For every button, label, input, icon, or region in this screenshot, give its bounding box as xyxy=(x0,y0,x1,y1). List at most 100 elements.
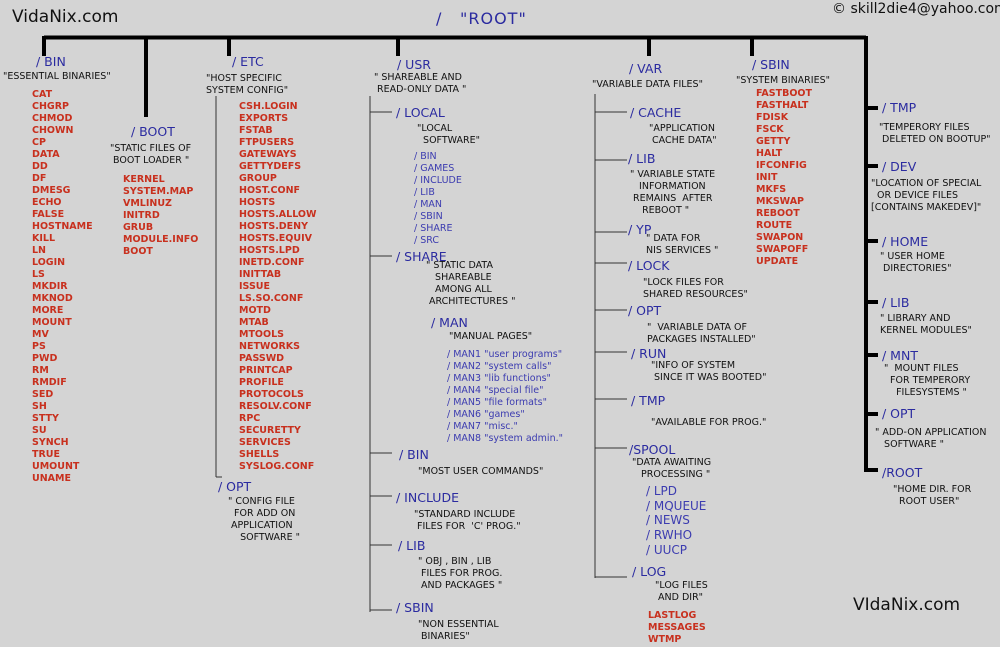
bin-file-item: CHGRP xyxy=(32,101,69,112)
boot-file-item: VMLINUZ xyxy=(123,198,172,209)
usr-sbin-heading: / SBIN xyxy=(396,600,434,615)
sbin-file-item: UPDATE xyxy=(756,256,799,267)
etc-file-item: PROTOCOLS xyxy=(239,389,304,400)
var-spool-description: "DATA AWAITING PROCESSING " xyxy=(632,457,712,480)
etc-file-item: PASSWD xyxy=(239,353,285,364)
bin-file-item: RMDIF xyxy=(32,377,67,388)
usr-local-subdir: / SRC xyxy=(414,235,440,246)
bin-file-item: SU xyxy=(32,425,47,436)
sbin-file-item: FDISK xyxy=(756,112,789,123)
tmp-heading: / TMP xyxy=(882,100,917,115)
usr-man-section: / MAN7 "misc." xyxy=(447,421,518,432)
var-opt-heading: / OPT xyxy=(628,303,662,318)
bin-file-item: MKNOD xyxy=(32,293,73,304)
mnt-heading: / MNT xyxy=(882,348,918,363)
var-log-file-item: WTMP xyxy=(648,634,682,645)
etc-file-item: HOSTS.EQUIV xyxy=(239,233,312,244)
etc-file-item: RPC xyxy=(239,413,261,424)
usr-man-section-list: / MAN1 "user programs"/ MAN2 "system cal… xyxy=(447,349,563,445)
usr-local-subdir: / INCLUDE xyxy=(414,175,462,186)
usr-bin-description: "MOST USER COMMANDS" xyxy=(418,466,544,477)
site-watermark-bottom: VIdaNix.com xyxy=(853,595,961,615)
site-watermark-top: VidaNix.com xyxy=(12,7,119,27)
bin-file-item: PS xyxy=(32,341,46,352)
boot-description: "STATIC FILES OF BOOT LOADER " xyxy=(110,143,192,166)
usr-man-section: / MAN3 "lib functions" xyxy=(447,373,551,384)
boot-file-item: BOOT xyxy=(123,246,153,257)
etc-file-item: GATEWAYS xyxy=(239,149,297,160)
usr-local-subdir: / SBIN xyxy=(414,211,443,222)
sbin-file-item: FSCK xyxy=(756,124,784,135)
bin-file-item: STTY xyxy=(32,413,59,424)
bin-file-item: CP xyxy=(32,137,46,148)
sbin-file-item: MKSWAP xyxy=(756,196,805,207)
usr-include-description: "STANDARD INCLUDE FILES FOR 'C' PROG." xyxy=(414,509,521,532)
var-run-heading: / RUN xyxy=(631,346,667,361)
sbin-heading: / SBIN xyxy=(752,57,790,72)
etc-file-item: PRINTCAP xyxy=(239,365,293,376)
var-log-description: "LOG FILES AND DIR" xyxy=(655,580,708,603)
bin-file-item: ECHO xyxy=(32,197,62,208)
var-log-file-item: MESSAGES xyxy=(648,622,706,633)
usr-man-heading: / MAN xyxy=(431,315,468,330)
etc-file-item: FTPUSERS xyxy=(239,137,295,148)
bin-file-item: LS xyxy=(32,269,45,280)
bin-file-item: TRUE xyxy=(32,449,60,460)
bin-file-item: MORE xyxy=(32,305,64,316)
usr-local-subdir: / BIN xyxy=(414,151,437,162)
tmp-description: "TEMPERORY FILES DELETED ON BOOTUP" xyxy=(879,122,991,145)
bin-file-item: HOSTNAME xyxy=(32,221,93,232)
sbin-file-item: SWAPOFF xyxy=(756,244,809,255)
dev-heading: / DEV xyxy=(882,159,917,174)
sbin-file-item: GETTY xyxy=(756,136,791,147)
usr-local-subdir: / GAMES xyxy=(414,163,455,174)
etc-file-item: INITTAB xyxy=(239,269,282,280)
bin-file-item: SYNCH xyxy=(32,437,69,448)
usr-include-heading: / INCLUDE xyxy=(396,490,459,505)
bin-file-item: CHMOD xyxy=(32,113,73,124)
dev-description: "LOCATION OF SPECIAL OR DEVICE FILES [CO… xyxy=(871,178,982,213)
bin-file-item: PWD xyxy=(32,353,58,364)
etc-file-item: SECURETTY xyxy=(239,425,301,436)
sbin-file-item: REBOOT xyxy=(756,208,800,219)
var-spool-heading: /SPOOL xyxy=(629,442,676,457)
etc-file-item: HOSTS.LPD xyxy=(239,245,300,256)
var-lock-heading: / LOCK xyxy=(628,258,670,273)
bin-file-item: DMESG xyxy=(32,185,71,196)
opt-heading: / OPT xyxy=(882,406,916,421)
usr-description: " SHAREABLE AND READ-ONLY DATA " xyxy=(374,72,467,95)
etc-file-item: SHELLS xyxy=(239,449,280,460)
var-spool-subdir: / UUCP xyxy=(646,542,688,557)
etc-file-item: PROFILE xyxy=(239,377,284,388)
bin-file-item: UNAME xyxy=(32,473,71,484)
etc-file-item: INETD.CONF xyxy=(239,257,305,268)
etc-file-item: HOSTS.DENY xyxy=(239,221,309,232)
etc-file-item: GROUP xyxy=(239,173,277,184)
root-slash: / xyxy=(436,9,443,28)
var-spool-subdir-list: / LPD/ MQUEUE/ NEWS/ RWHO/ UUCP xyxy=(646,484,706,558)
etc-file-item: HOSTS.ALLOW xyxy=(239,209,317,220)
bin-file-item: LOGIN xyxy=(32,257,66,268)
rootdir-description: "HOME DIR. FOR ROOT USER" xyxy=(893,484,972,507)
sbin-file-item: MKFS xyxy=(756,184,787,195)
etc-opt-description: " CONFIG FILE FOR ADD ON APPLICATION SOF… xyxy=(228,496,301,543)
bin-file-item: SED xyxy=(32,389,54,400)
etc-file-item: HOSTS xyxy=(239,197,276,208)
bin-file-item: DATA xyxy=(32,149,60,160)
mnt-description: " MOUNT FILES FOR TEMPERORY FILESYSTEMS … xyxy=(884,363,971,398)
var-opt-description: " VARIABLE DATA OF PACKAGES INSTALLED" xyxy=(647,322,756,345)
bin-file-item: UMOUNT xyxy=(32,461,80,472)
var-spool-subdir: / RWHO xyxy=(646,528,693,543)
etc-file-item: MOTD xyxy=(239,305,271,316)
rootdir-heading: /ROOT xyxy=(882,465,923,480)
usr-lib-heading: / LIB xyxy=(398,538,426,553)
usr-heading: / USR xyxy=(397,57,431,72)
etc-file-item: SYSLOG.CONF xyxy=(239,461,315,472)
usr-local-subdir: / SHARE xyxy=(414,223,453,234)
usr-man-section: / MAN8 "system admin." xyxy=(447,433,563,444)
var-spool-subdir: / NEWS xyxy=(646,513,690,528)
